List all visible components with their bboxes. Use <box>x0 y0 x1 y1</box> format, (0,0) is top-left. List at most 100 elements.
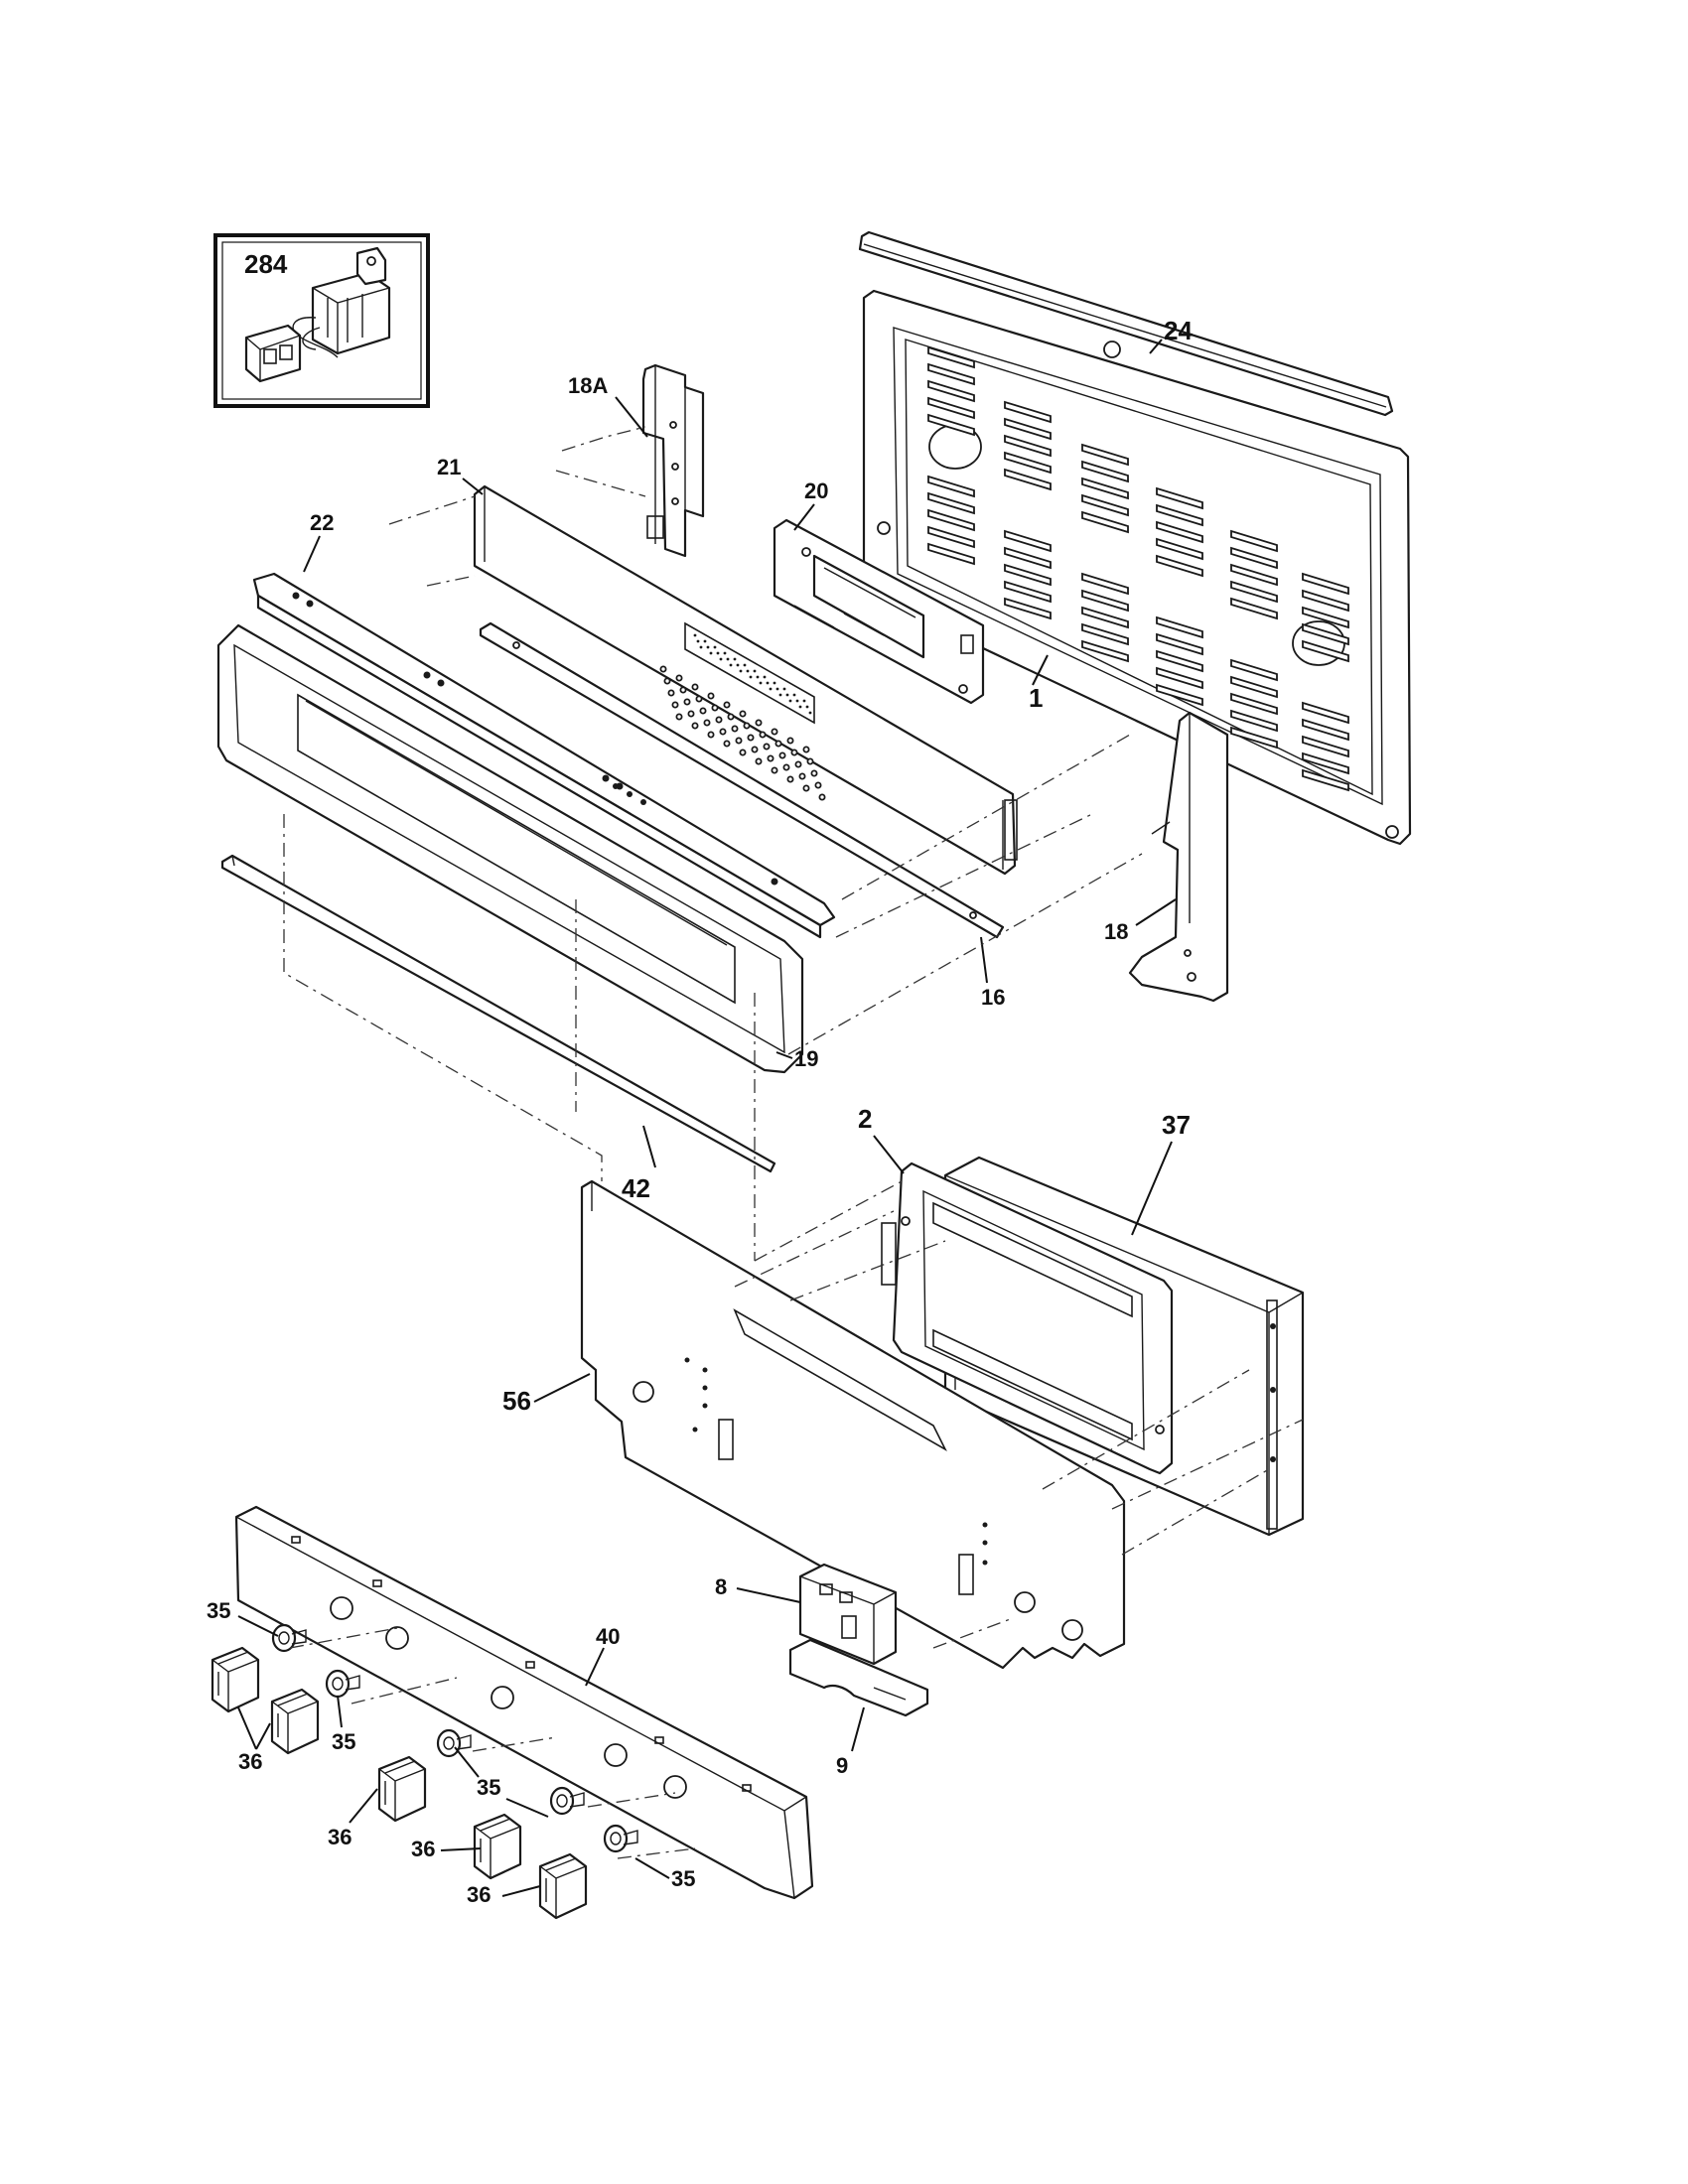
leader-36-d <box>501 1885 541 1897</box>
bezel-stem <box>623 1830 638 1845</box>
knob-grip-line <box>217 1651 249 1665</box>
callout-18: 18 <box>1104 919 1128 944</box>
keypad-button <box>810 769 818 777</box>
callout-37: 37 <box>1162 1110 1191 1140</box>
callout-36-d: 36 <box>467 1882 491 1907</box>
louver-slot <box>927 542 975 566</box>
display-dot <box>696 639 700 643</box>
keypad-button <box>747 734 755 742</box>
louver-slot <box>1302 751 1349 775</box>
louver-slot <box>1302 639 1349 663</box>
keypad-button <box>727 713 735 721</box>
louver-slot <box>1156 632 1203 656</box>
keypad-button <box>675 674 683 682</box>
keypad-button <box>755 757 763 765</box>
knob-grip-line <box>277 1693 309 1706</box>
louver-slot <box>1004 434 1052 458</box>
louver-slot <box>1081 639 1129 663</box>
part-19-front-panel <box>216 623 804 1074</box>
leader-40 <box>585 1647 605 1687</box>
keypad-button <box>759 731 767 739</box>
part-22-top-trim <box>252 572 836 939</box>
bezel-inner <box>556 1794 568 1808</box>
display-dot <box>756 675 760 679</box>
bezel-stem <box>569 1792 585 1808</box>
leader-18a <box>615 396 648 438</box>
display-dot <box>798 705 802 709</box>
knob-grip-line <box>384 1760 416 1774</box>
louver-slot <box>1156 520 1203 544</box>
louver-slot <box>1081 572 1129 596</box>
bezel-inner <box>332 1677 344 1691</box>
keypad-button <box>735 737 743 745</box>
callout-36-a: 36 <box>238 1749 262 1774</box>
knob-edge <box>271 1701 319 1753</box>
louver-slot <box>1081 589 1129 613</box>
keypad-button <box>763 743 771 751</box>
louver-slot <box>1302 606 1349 629</box>
keypad-button <box>667 689 675 697</box>
leader-24 <box>1149 339 1163 354</box>
keypad-button <box>719 728 727 736</box>
part-16-trim-strip <box>479 621 1005 939</box>
louver-slot <box>927 491 975 515</box>
part-24-back-panel <box>858 230 1412 846</box>
keypad-button <box>715 716 723 724</box>
louver-slot <box>1004 563 1052 587</box>
louver-slot <box>1081 510 1129 534</box>
part-9-bracket-plate <box>788 1638 929 1717</box>
display-dot <box>808 711 812 715</box>
louver-slot <box>1230 597 1278 620</box>
knobs-and-bezels <box>211 1623 638 1920</box>
leader-36-c <box>440 1847 482 1851</box>
louver-slot <box>1230 675 1278 699</box>
keypad-button <box>782 763 790 771</box>
louver-slot <box>1230 658 1278 682</box>
louver-slot <box>927 362 975 386</box>
louver-slot <box>1156 666 1203 690</box>
bezel-icon <box>549 1786 585 1816</box>
keypad-button <box>771 728 778 736</box>
knob-icon <box>270 1688 320 1755</box>
display-dot <box>753 669 757 673</box>
knob-icon <box>211 1646 260 1713</box>
keypad-button <box>707 731 715 739</box>
leader-8 <box>736 1587 801 1603</box>
louver-slot <box>1004 451 1052 475</box>
callout-19: 19 <box>794 1046 818 1071</box>
keypad-button <box>814 781 822 789</box>
keypad-button <box>751 746 759 753</box>
callout-56: 56 <box>502 1386 531 1416</box>
knob-edge <box>211 1659 259 1711</box>
louver-slot <box>1156 649 1203 673</box>
louver-slot <box>927 413 975 437</box>
keypad-button <box>663 677 671 685</box>
louver-slot <box>1081 477 1129 500</box>
leader-36-b <box>349 1788 378 1824</box>
assembly-dashed-lines <box>283 426 1304 1859</box>
callout-22: 22 <box>310 510 334 535</box>
display-dot <box>795 699 799 703</box>
callout-36-c: 36 <box>411 1837 435 1861</box>
louver-slot <box>1004 400 1052 424</box>
part-21-display-panel <box>473 484 1018 876</box>
keypad-button <box>723 740 731 748</box>
louver-slot <box>1230 580 1278 604</box>
callout-36-b: 36 <box>328 1825 352 1849</box>
leader-35-c2 <box>505 1798 549 1818</box>
louver-slot <box>927 525 975 549</box>
louver-slot <box>1230 563 1278 587</box>
display-dot <box>699 645 703 649</box>
display-dot <box>766 681 770 685</box>
keypad-button <box>755 719 763 727</box>
leader-2 <box>873 1135 905 1174</box>
display-dot <box>763 675 767 679</box>
keypad-button <box>691 722 699 730</box>
bezel-icon <box>436 1728 472 1758</box>
louver-slot <box>1230 692 1278 716</box>
leader-35-d <box>634 1857 670 1879</box>
bezel-stem <box>456 1734 472 1750</box>
leader-20 <box>793 503 815 531</box>
callout-18a: 18A <box>568 373 608 398</box>
